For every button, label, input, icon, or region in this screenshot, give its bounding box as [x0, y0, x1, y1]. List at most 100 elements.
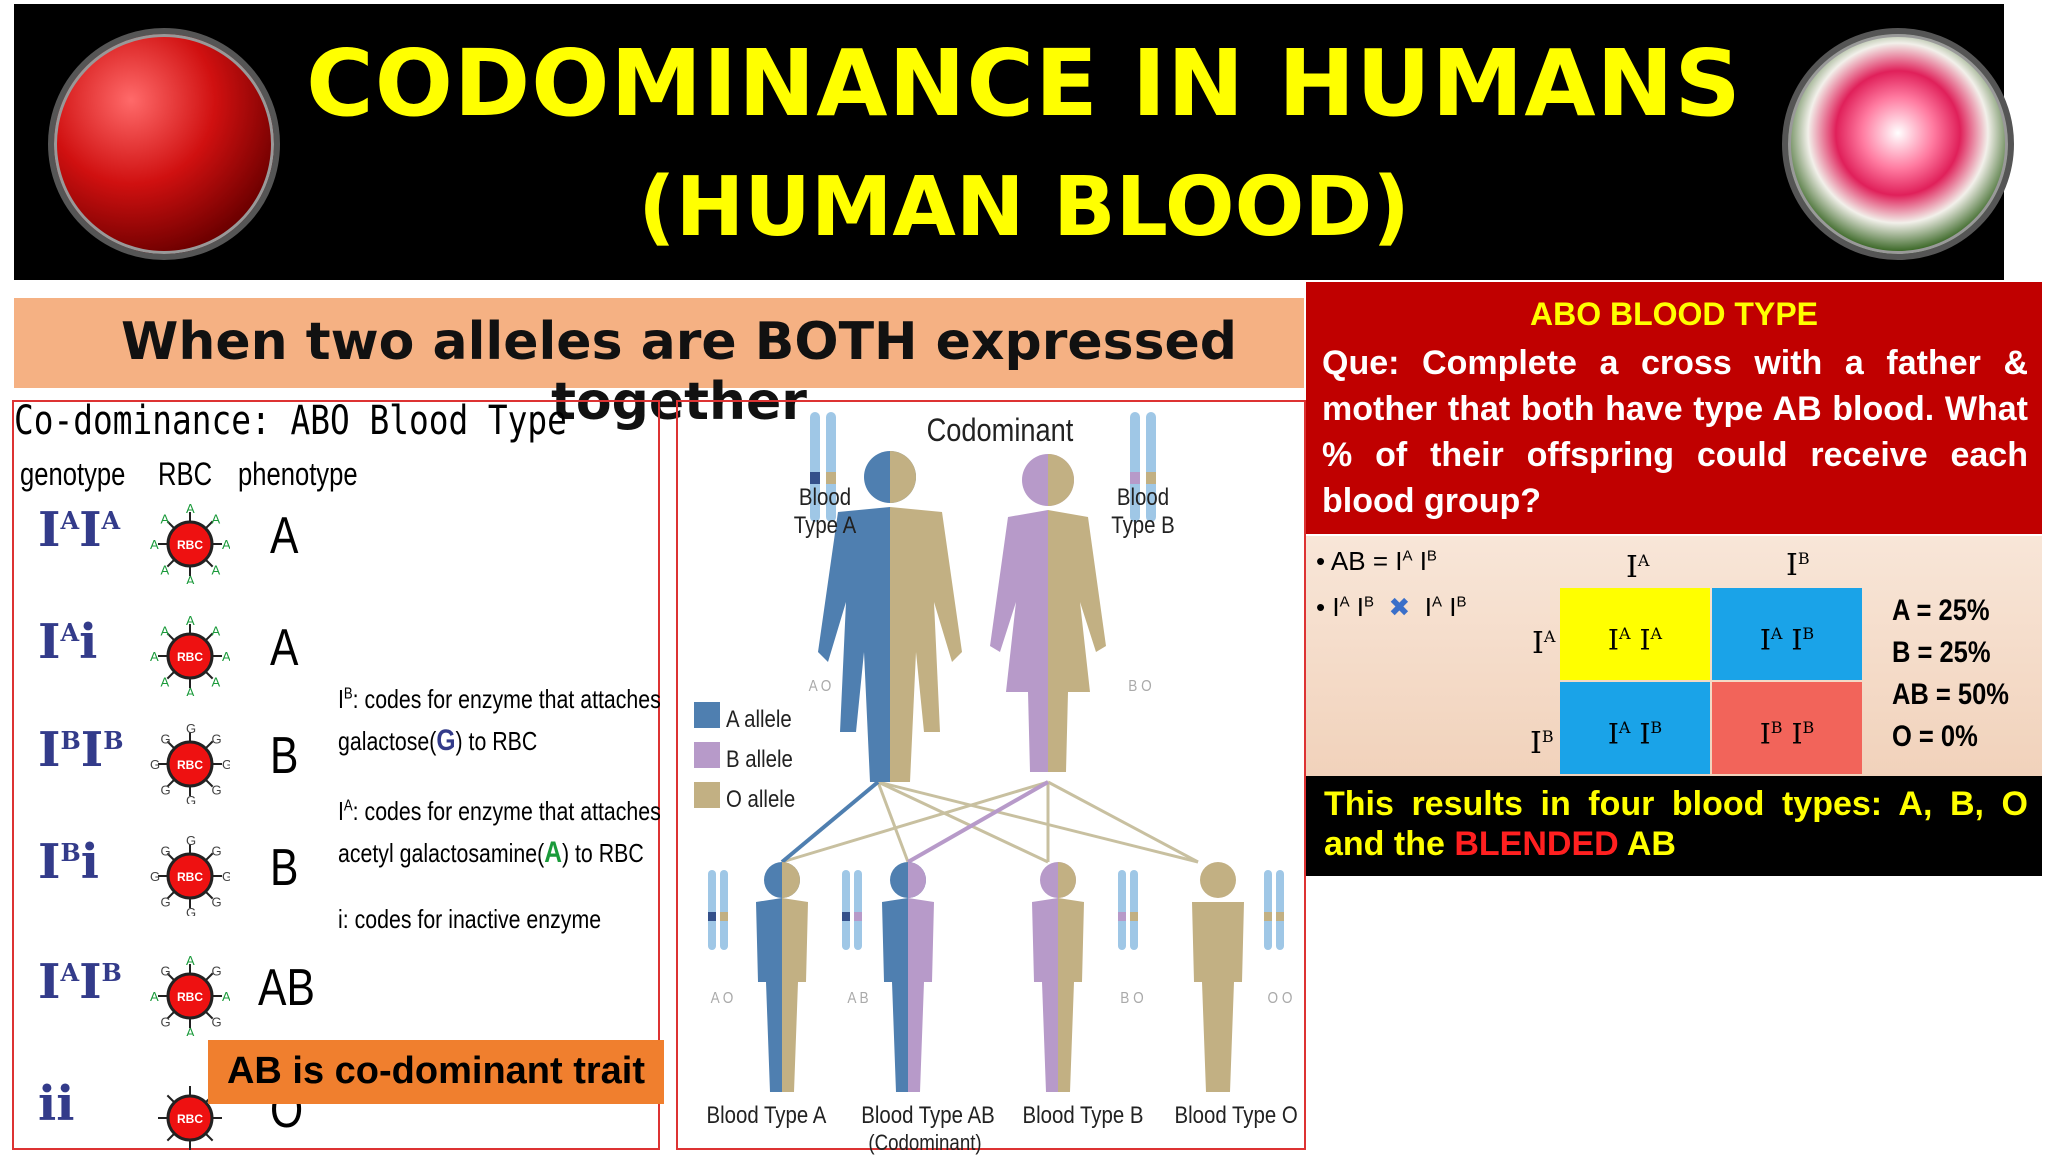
rbc-header: RBC [158, 456, 213, 492]
svg-text:G: G [161, 1014, 171, 1029]
svg-text:A: A [211, 512, 220, 527]
definition-banner [14, 298, 1304, 388]
codominant-note: (Codominant) [868, 1130, 982, 1155]
svg-text:G: G [186, 836, 196, 848]
svg-text:G: G [211, 1014, 221, 1029]
rbc-icon: RBC [150, 1078, 230, 1158]
cross-icon: ✖ [1388, 592, 1411, 622]
svg-text:G: G [211, 844, 221, 859]
svg-text:G: G [186, 793, 196, 804]
child-b-label: Blood Type B [1022, 1102, 1144, 1129]
codominant-callout [208, 1040, 664, 1104]
i-description: i: codes for inactive enzyme [338, 904, 602, 934]
ib-description-line2: galactose(G) to RBC [338, 724, 538, 757]
svg-text:G: G [211, 732, 221, 747]
svg-text:G: G [222, 757, 230, 772]
svg-text:RBC: RBC [177, 1112, 203, 1126]
mother-label-1: Blood [1116, 484, 1170, 511]
question-text: Que: Complete a cross with a father & mo… [1322, 344, 2028, 520]
definition-text: When two alleles are BOTH expressed toge… [120, 312, 1238, 432]
mother-chromosomes [1130, 412, 1156, 522]
svg-text:A: A [161, 562, 170, 577]
page-subtitle: (HUMAN BLOOD) [638, 160, 1410, 255]
svg-text:A: A [186, 573, 195, 584]
phenotype-2: B [270, 727, 299, 785]
child-type-ab [842, 862, 934, 1092]
genotype-3: IBi [38, 834, 99, 890]
inheritance-diagram [694, 412, 1284, 1092]
child-a-label: Blood Type A [706, 1102, 827, 1129]
child-type-a [708, 862, 808, 1092]
svg-text:RBC: RBC [177, 990, 203, 1004]
genotype-4: IAIB [38, 954, 122, 1010]
svg-text:RBC: RBC [177, 650, 203, 664]
conclusion-text: This results in four blood types: A, B, … [1324, 785, 2028, 863]
child-ab-chrom-label: A B [847, 990, 869, 1007]
svg-text:A: A [222, 989, 230, 1004]
inheritance-lines [781, 780, 1199, 864]
svg-text:A: A [222, 537, 230, 552]
svg-text:A: A [211, 674, 220, 689]
child-type-b [1032, 862, 1138, 1092]
svg-text:G: G [211, 894, 221, 909]
svg-text:A: A [150, 989, 159, 1004]
punnett-cell-ab-2: IA IB [1560, 682, 1710, 774]
question-box [1306, 282, 2042, 534]
punnett-cell-aa: IA IA [1560, 588, 1710, 680]
svg-text:A: A [186, 616, 195, 628]
father-label-2: Type A [793, 512, 857, 539]
svg-text:G: G [186, 724, 196, 736]
phenotype-3: B [270, 839, 299, 897]
svg-text:A: A [161, 624, 170, 639]
svg-text:G: G [150, 757, 160, 772]
ia-description-line2: acetyl galactosamine(A) to RBC [338, 836, 644, 869]
page-title: CODOMINANCE IN HUMANS [306, 30, 1742, 137]
punnett-side-1: IA [1532, 626, 1556, 661]
genotype-header: genotype [20, 456, 126, 492]
phenotype-0: A [270, 507, 299, 565]
punnett-cell-bb: IB IB [1712, 682, 1862, 774]
child-type-o [1192, 862, 1284, 1092]
family-diagram-panel [676, 400, 1306, 1150]
child-o-chrom-label: O O [1267, 990, 1293, 1007]
mother-figure [990, 454, 1106, 772]
svg-text:A: A [161, 512, 170, 527]
svg-text:RBC: RBC [177, 870, 203, 884]
phenotype-1: A [270, 619, 299, 677]
codominant-callout-text: AB is co-dominant trait [226, 1050, 646, 1092]
svg-text:RBC: RBC [177, 758, 203, 772]
svg-text:G: G [186, 905, 196, 916]
svg-text:G: G [211, 964, 221, 979]
svg-text:A: A [150, 537, 159, 552]
child-a-chrom-label: A O [710, 990, 734, 1007]
result-ab: AB = 50% [1892, 678, 2009, 711]
result-b: B = 25% [1892, 636, 1991, 669]
svg-text:A: A [211, 562, 220, 577]
legend-swatch-a [694, 702, 720, 728]
genotype-0: IAIA [38, 502, 121, 558]
mother-chrom-label: B O [1128, 678, 1152, 695]
conclusion-box [1306, 776, 2042, 876]
legend-o-label: O allele [726, 786, 796, 813]
result-a: A = 25% [1892, 594, 1990, 627]
punnett-cell-ab-1: IA IB [1712, 588, 1862, 680]
legend-a-label: A allele [726, 706, 792, 733]
diagram-title: Codominant [926, 412, 1074, 448]
mother-label-2: Type B [1111, 512, 1175, 539]
phenotype-header: phenotype [238, 456, 358, 492]
punnett-top-2: IB [1786, 548, 1810, 583]
camellia-flower-image [1782, 28, 2014, 260]
svg-text:RBC: RBC [177, 538, 203, 552]
svg-text:A: A [150, 649, 159, 664]
svg-text:G: G [161, 964, 171, 979]
svg-text:A: A [161, 674, 170, 689]
svg-text:G: G [161, 732, 171, 747]
svg-text:A: A [186, 1025, 195, 1036]
father-figure [818, 451, 962, 782]
genotype-5: ii [38, 1076, 75, 1132]
ib-description-line1: IB: codes for enzyme that attaches [338, 684, 661, 714]
svg-text:A: A [222, 649, 230, 664]
